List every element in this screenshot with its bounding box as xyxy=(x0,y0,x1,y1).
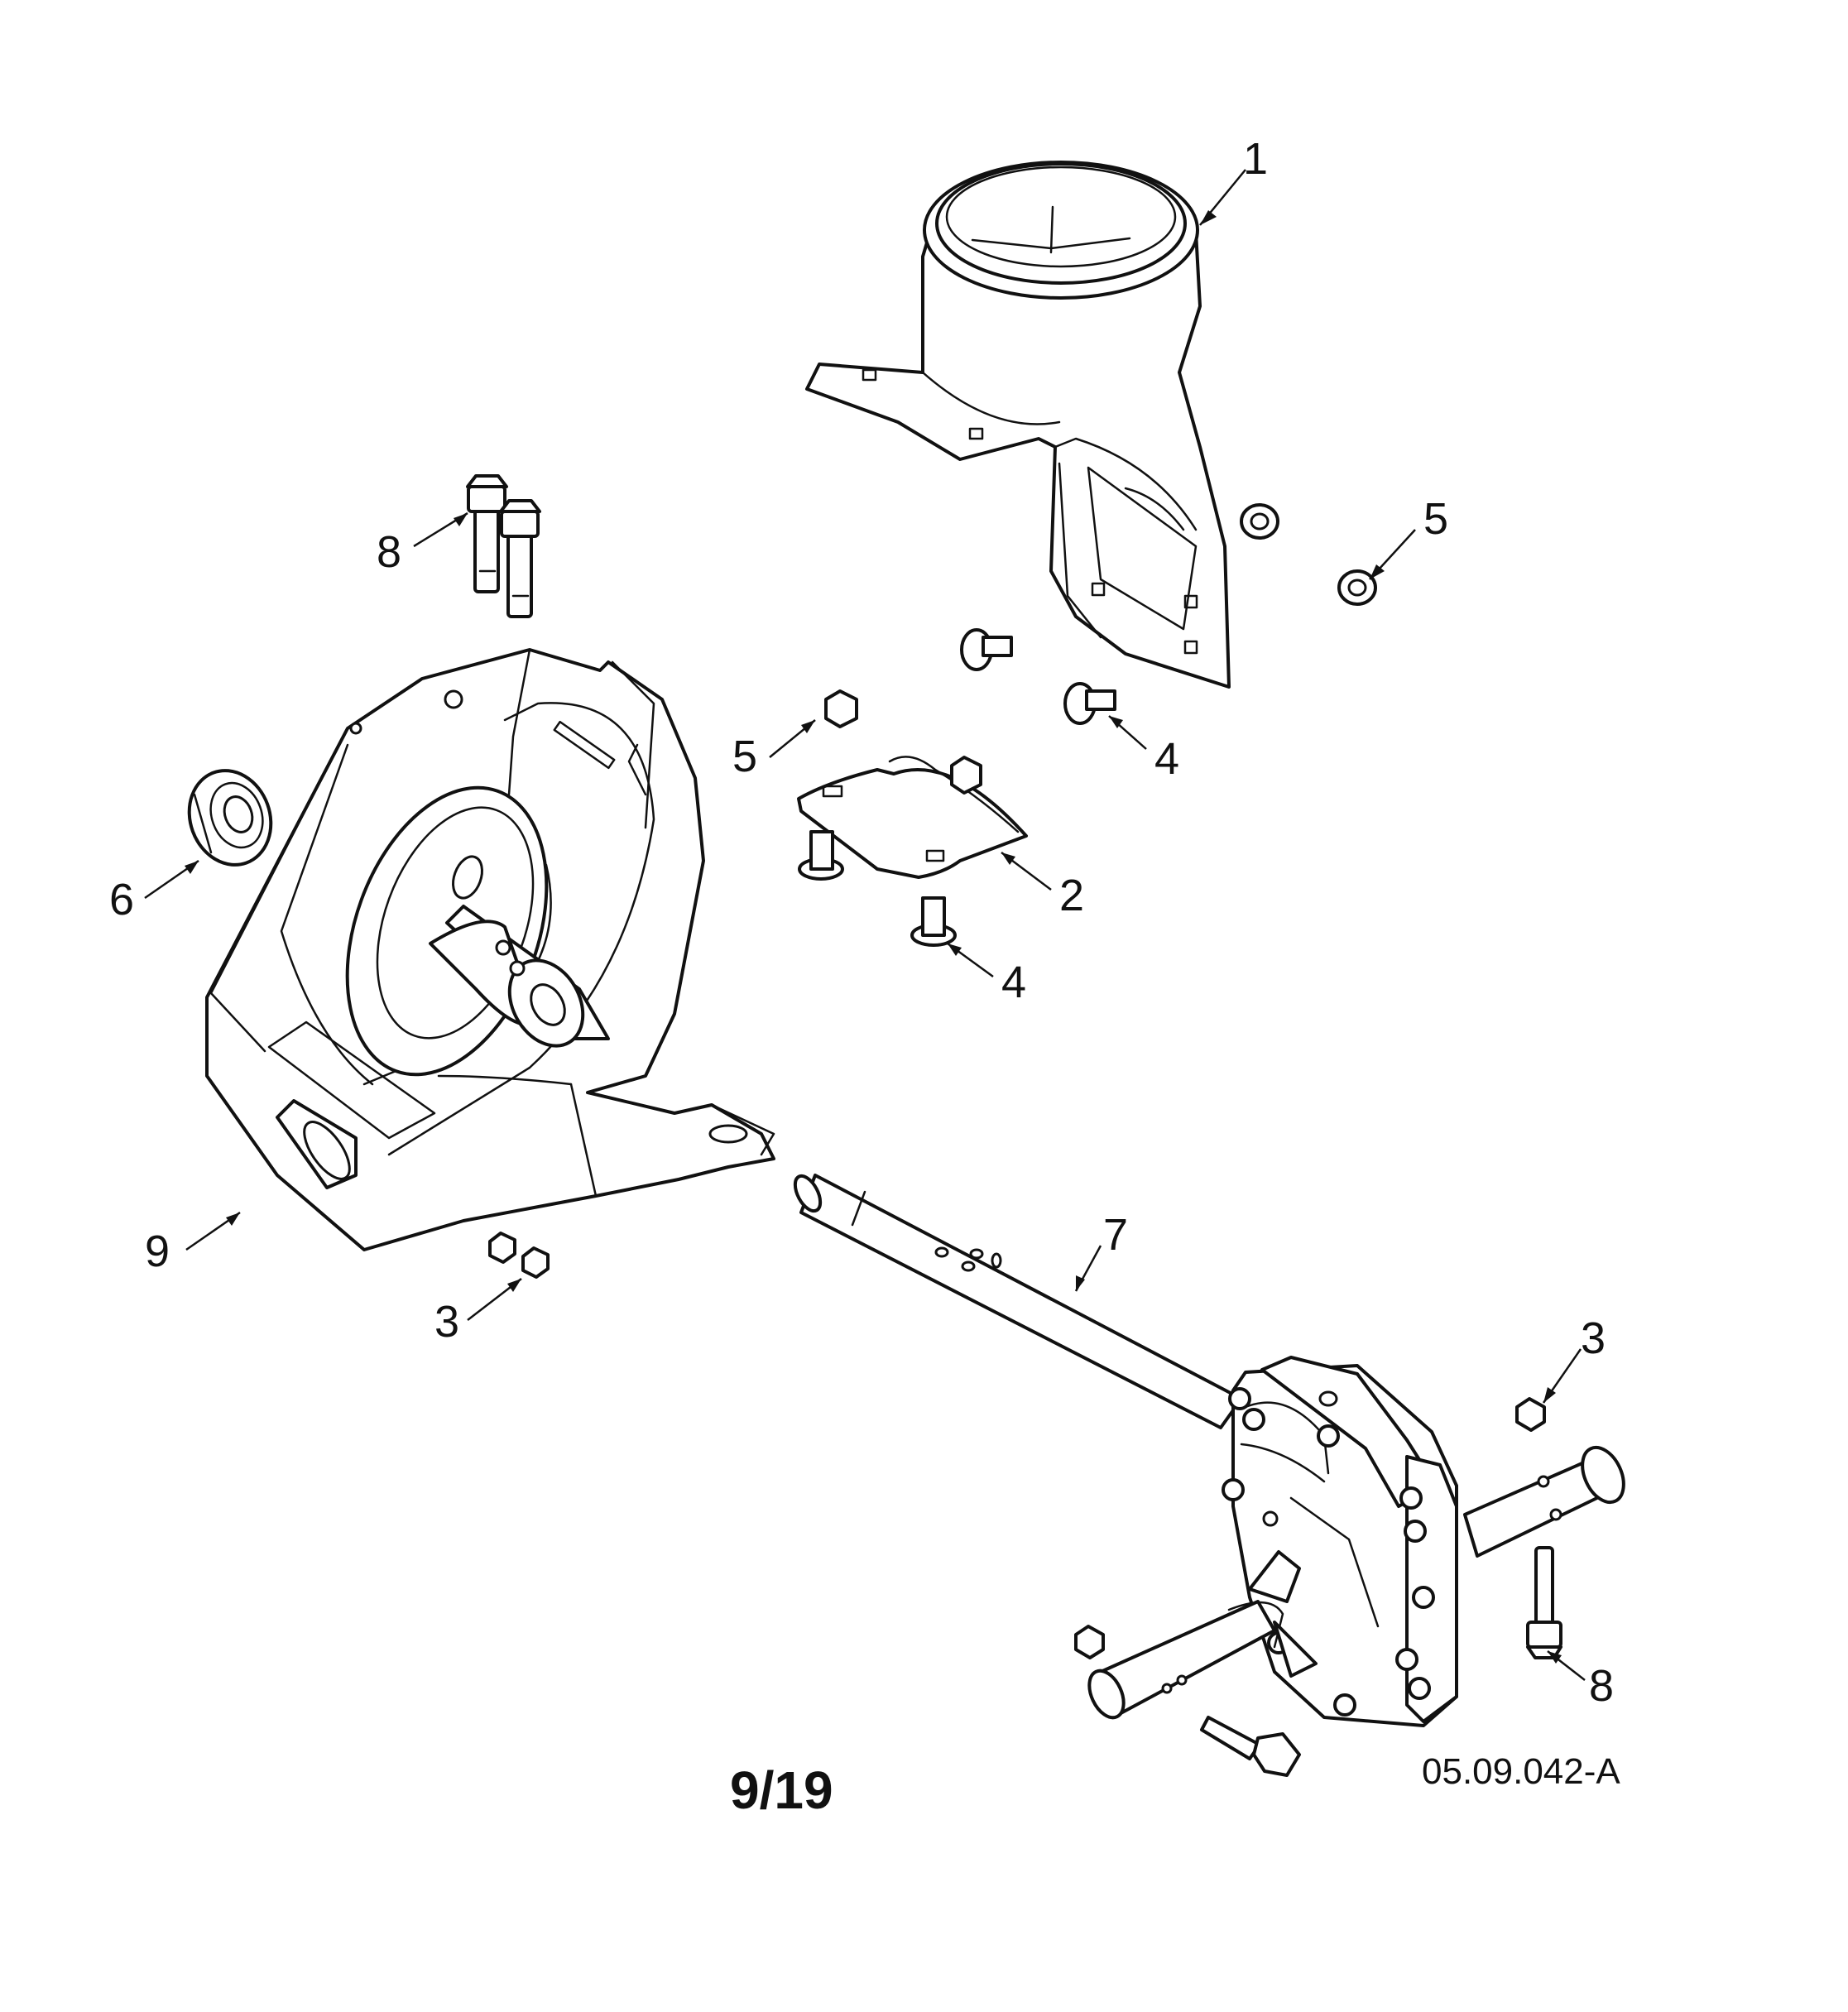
flange-nut-center xyxy=(824,689,982,795)
callout-7: 7 xyxy=(1103,1210,1128,1260)
callout-8-top: 8 xyxy=(377,527,401,577)
bearing xyxy=(187,769,273,867)
bolt-gearbox-right xyxy=(1526,1546,1562,1659)
bolts-pair-top xyxy=(466,474,541,618)
carriage-bolt-bracket-left xyxy=(798,830,844,881)
carriage-bolt-lower xyxy=(910,896,957,947)
hex-nuts-pair xyxy=(488,1232,550,1279)
callout-3-left: 3 xyxy=(434,1297,459,1347)
hex-nut-right xyxy=(1515,1397,1546,1432)
callout-3-right: 3 xyxy=(1581,1313,1606,1363)
callout-2: 2 xyxy=(1059,871,1084,920)
carriage-bolt-upper xyxy=(960,628,1013,671)
hex-nut-gearbox-left xyxy=(1074,1625,1105,1659)
auger-housing xyxy=(205,648,775,1251)
callout-4-lower: 4 xyxy=(1001,958,1026,1007)
callout-5-right: 5 xyxy=(1423,494,1448,544)
callout-8-bottom: 8 xyxy=(1589,1661,1614,1711)
discharge-chute xyxy=(805,161,1231,689)
drawing-reference: 05.09.042-A xyxy=(1422,1751,1620,1792)
page-number: 9/19 xyxy=(730,1760,833,1820)
callout-6: 6 xyxy=(109,875,134,924)
auger-shaft xyxy=(793,1174,1243,1429)
callout-1: 1 xyxy=(1243,134,1268,184)
flange-nut-right xyxy=(1337,569,1377,606)
bracket-plate xyxy=(797,756,1028,879)
arrowheads xyxy=(185,210,1562,1664)
callout-9: 9 xyxy=(145,1227,170,1276)
callout-5-left: 5 xyxy=(732,732,757,781)
carriage-bolt-mid xyxy=(1063,682,1116,725)
callout-4-upper: 4 xyxy=(1154,734,1179,784)
bolt-gearbox-bottom xyxy=(1200,1716,1301,1777)
flange-nut-upper-right xyxy=(1240,503,1279,540)
gearbox-assembly xyxy=(1087,1356,1625,1727)
